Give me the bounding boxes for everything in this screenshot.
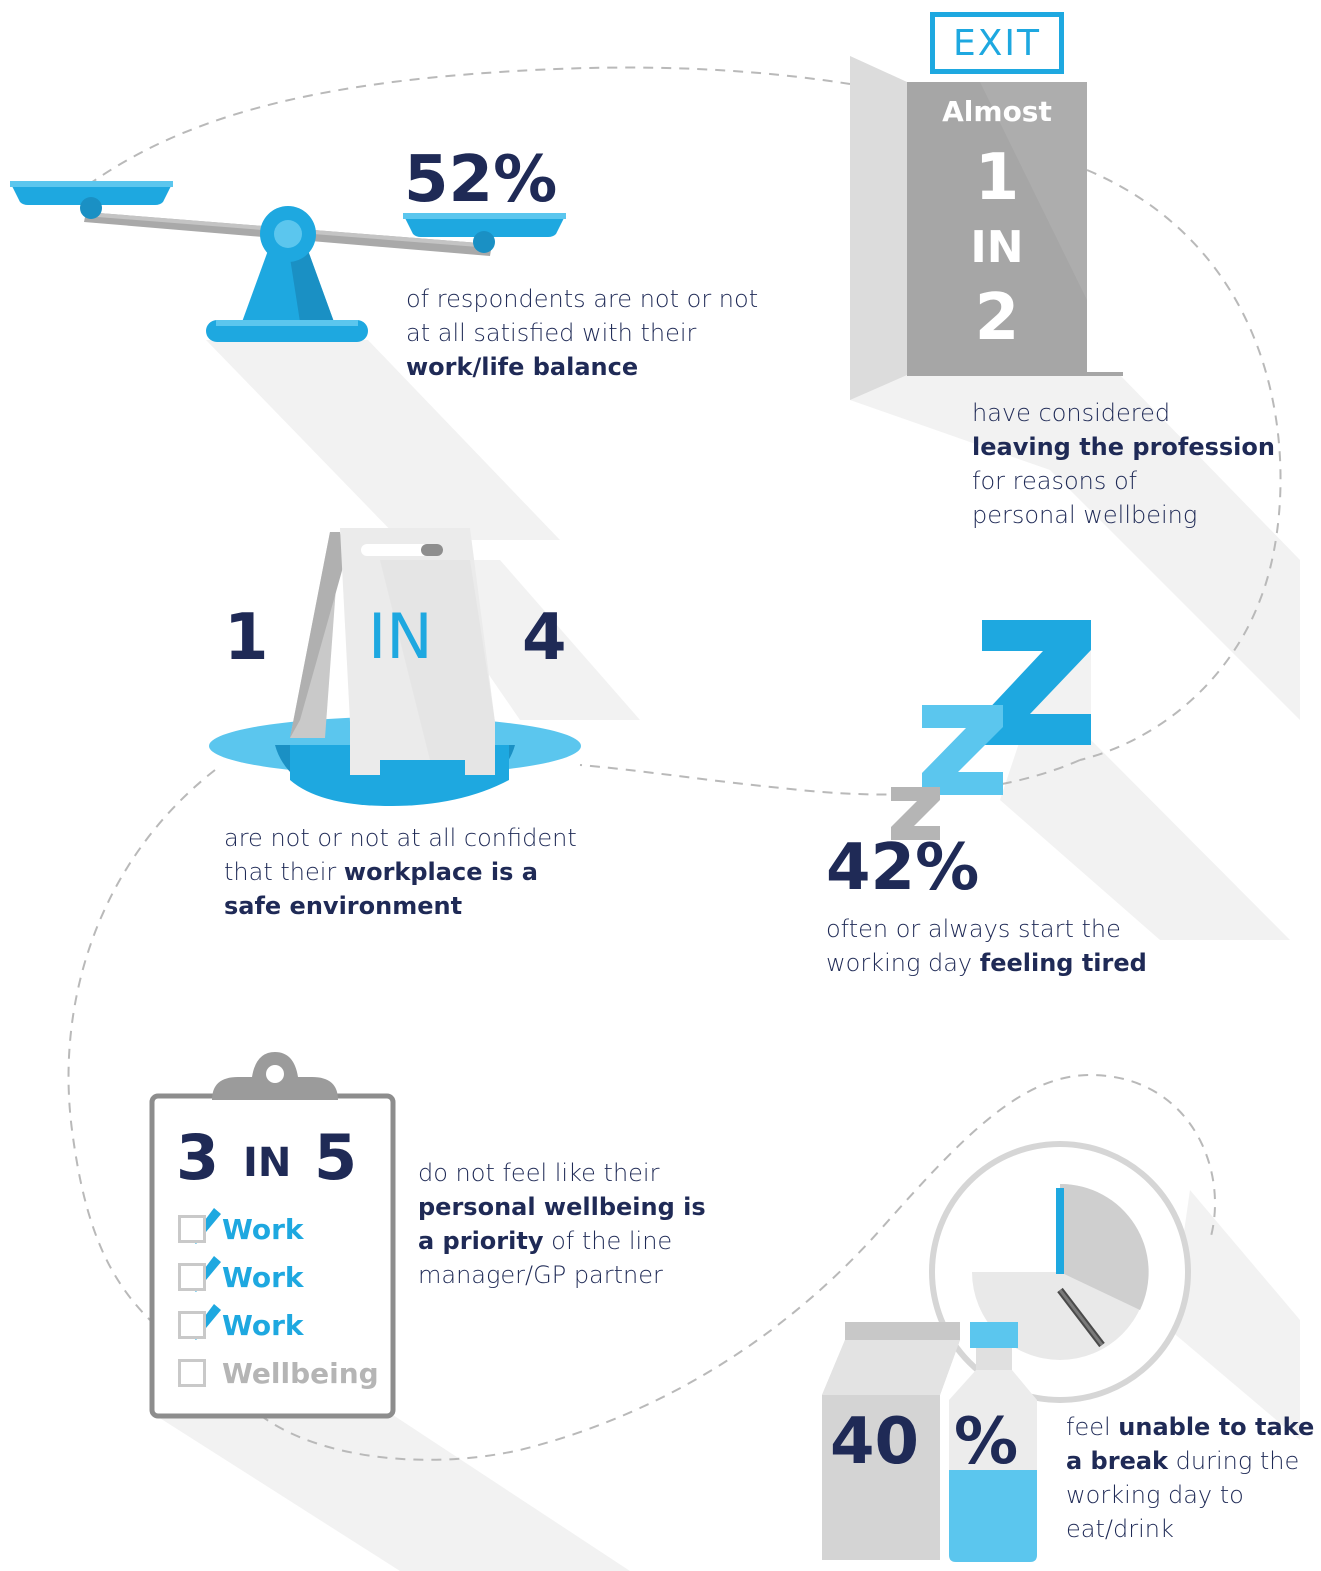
dashed-path [67, 66, 1282, 1461]
checkbox-checked [178, 1263, 206, 1291]
balance-percent: 52% [404, 143, 558, 217]
priority-num1: 3 [176, 1121, 220, 1194]
balance-description: of respondents are not or not at all sat… [406, 285, 759, 381]
milk-carton-icon [822, 1322, 960, 1560]
safe-num2: 4 [522, 601, 567, 675]
break-percent-sign: % [954, 1405, 1019, 1479]
safe-in: IN [368, 600, 433, 673]
exit-num2: 2 [974, 281, 1020, 355]
exit-num1: 1 [974, 141, 1020, 215]
door-icon [850, 56, 1123, 400]
break-description: feel unable to take a break during the w… [1066, 1413, 1315, 1543]
scale-icon [10, 181, 566, 342]
tired-percent: 42% [826, 831, 980, 905]
exit-description: have considered leaving the profession f… [972, 399, 1275, 529]
exit-sign: EXIT [930, 12, 1064, 74]
checklist-item: Wellbeing [178, 1356, 379, 1390]
safe-description: are not or not at all confident that the… [224, 824, 577, 920]
priority-in: IN [243, 1140, 292, 1186]
checkbox-checked [178, 1215, 206, 1243]
clock-icon [929, 1141, 1191, 1403]
sleep-zzz-icon [891, 620, 1091, 840]
water-bottle-icon [949, 1322, 1037, 1562]
break-percent-number: 40 [830, 1405, 920, 1479]
checkbox-unchecked [178, 1359, 206, 1387]
clipboard-icon [149, 1052, 396, 1419]
priority-description: do not feel like their personal wellbein… [418, 1159, 706, 1289]
priority-num2: 5 [314, 1121, 358, 1194]
checklist-item: Work [178, 1212, 304, 1246]
checklist-item: Work [178, 1260, 304, 1294]
exit-prefix: Almost [942, 95, 1052, 128]
exit-in: IN [970, 222, 1024, 273]
safe-num1: 1 [224, 601, 269, 675]
checklist-item: Work [178, 1308, 304, 1342]
tired-description: often or always start the working day fe… [826, 915, 1147, 977]
wet-floor-sign-icon [209, 528, 581, 806]
checkbox-checked [178, 1311, 206, 1339]
